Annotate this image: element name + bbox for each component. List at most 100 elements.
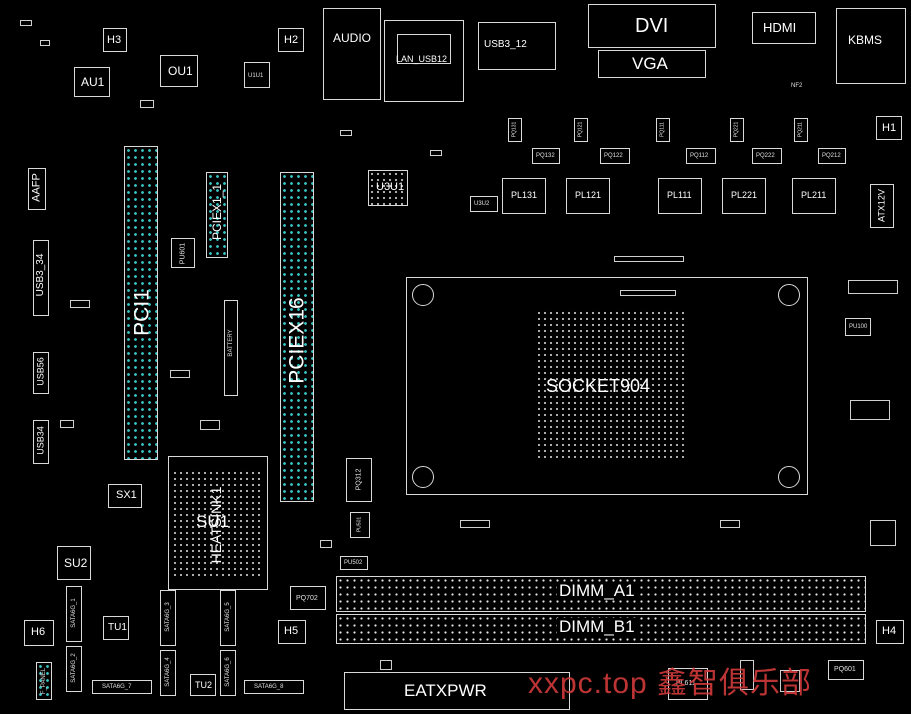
- socket-pin-array: [536, 310, 686, 460]
- usb34-label: USB34: [35, 426, 46, 455]
- pl221-label: PL221: [731, 190, 758, 200]
- kbms-label: KBMS: [848, 33, 883, 47]
- h4-mount-hole: [876, 620, 904, 644]
- usb3-12-label: USB3_12: [484, 39, 527, 50]
- pq212-mosfet: [818, 148, 846, 164]
- h6-mount-hole: [24, 620, 54, 646]
- pq121-mosfet: [574, 118, 588, 142]
- smd-pad: [20, 20, 32, 26]
- ou1-chip: [160, 55, 198, 87]
- pl221-choke: [722, 178, 766, 214]
- smd-pad: [380, 660, 392, 670]
- audio-label: AUDIO: [333, 31, 372, 45]
- socket904-label: SOCKET904: [546, 376, 651, 396]
- socket-hole-br: [778, 466, 800, 488]
- pu501-chip: [350, 512, 370, 538]
- sata6g-5-port: [220, 590, 236, 646]
- smd-pad: [320, 540, 332, 548]
- pq221-label: PQ221: [733, 121, 740, 138]
- sx1-label: SX1: [116, 489, 137, 501]
- socket904: [406, 277, 808, 495]
- u1u1-chip: [244, 62, 270, 88]
- usb3-12-port: [478, 22, 556, 70]
- tu1-label: TU1: [108, 622, 127, 633]
- eatxpwr-label: EATXPWR: [404, 681, 487, 700]
- smd-pad: [60, 420, 74, 428]
- usb56-label: USB56: [35, 357, 46, 386]
- h2-label: H2: [284, 34, 299, 46]
- u3u1-label: U3U1: [376, 181, 405, 193]
- dvi-port: [588, 4, 716, 48]
- pq122-label: PQ122: [604, 153, 623, 159]
- pciex16-label: PCIEX16: [285, 297, 309, 384]
- pu502-chip: [340, 556, 368, 570]
- pl211-label: PL211: [801, 190, 827, 200]
- sata6g-5-label: SATA6G_5: [225, 602, 231, 632]
- smd-pad: [620, 290, 676, 296]
- sata6g-2-label: SATA6G_2: [71, 653, 77, 683]
- dvi-label: DVI: [635, 15, 669, 37]
- pq132-mosfet: [532, 148, 560, 164]
- au1-label: AU1: [81, 75, 105, 89]
- vga-label: VGA: [632, 54, 668, 73]
- pq112-label: PQ112: [690, 153, 709, 159]
- smd-pad: [200, 420, 220, 430]
- pl611-label: PL611: [676, 680, 696, 687]
- dimm-a1-label: DIMM_A1: [557, 581, 637, 600]
- smd-pad: [614, 256, 684, 262]
- pu100-label: PU100: [849, 324, 868, 330]
- sata6g-6-port: [220, 650, 236, 696]
- nf2-label: NF2: [791, 83, 803, 89]
- pq312-mosfet: [346, 458, 372, 502]
- tu2-label: TU2: [195, 680, 213, 690]
- pu501-label: PU501: [356, 516, 363, 533]
- pq131-label: PQ131: [511, 121, 518, 138]
- pq601-label: PQ601: [834, 666, 856, 673]
- vga-port: [598, 50, 706, 78]
- pciex1-1-label: PCIEX1_1: [210, 183, 224, 241]
- sata6g-7-port: [92, 680, 152, 694]
- pu100-chip: [845, 318, 871, 336]
- pl131-label: PL131: [511, 190, 538, 200]
- smd-pad: [848, 280, 898, 294]
- su1-chipset: [172, 470, 264, 580]
- pci1-label: PCI1: [130, 289, 154, 336]
- pci1-slot: [124, 146, 158, 460]
- socket-hole-tr: [778, 284, 800, 306]
- sata6g-7-label: SATA6G_7: [102, 684, 132, 690]
- pq111-label: PQ111: [659, 122, 666, 137]
- u3u2-label: U3U2: [474, 201, 490, 207]
- smd-pad: [140, 100, 154, 108]
- pq111-mosfet: [656, 118, 670, 142]
- aafp-label: AAFP: [30, 173, 43, 202]
- su1-label: SU1: [196, 512, 230, 531]
- sata6g-3-port: [160, 590, 176, 646]
- smd-pad: [430, 150, 442, 156]
- ou1-label: OU1: [168, 64, 193, 78]
- pq312-label: PQ312: [355, 468, 363, 491]
- usb56-header: [33, 352, 49, 394]
- pl111-choke: [658, 178, 702, 214]
- battery-label: BATTERY: [228, 329, 234, 357]
- usb3-34-label: USB3_34: [35, 253, 46, 297]
- f-panel-header: [36, 662, 52, 700]
- au1-chip: [74, 67, 110, 97]
- heatsink1: [168, 456, 268, 590]
- u1u1-label: U1U1: [248, 73, 264, 79]
- pu502-label: PU502: [344, 560, 363, 566]
- socket-hole-bl: [412, 466, 434, 488]
- sx1-crystal: [108, 484, 142, 508]
- pq121-label: PQ121: [577, 121, 584, 138]
- su2-label: SU2: [64, 556, 88, 570]
- sata6g-4-label: SATA6G_4: [165, 657, 171, 687]
- sata6g-6-label: SATA6G_6: [225, 657, 231, 687]
- sata6g-1-label: SATA6G_1: [71, 598, 77, 628]
- pq132-label: PQ132: [536, 153, 555, 159]
- pu601-chip: [171, 238, 195, 268]
- dimm-b1-label: DIMM_B1: [557, 617, 637, 636]
- audio-jack: [323, 8, 381, 100]
- h2-mount-hole: [278, 28, 304, 52]
- smd-pad: [70, 300, 90, 308]
- smd-pad: [460, 520, 490, 528]
